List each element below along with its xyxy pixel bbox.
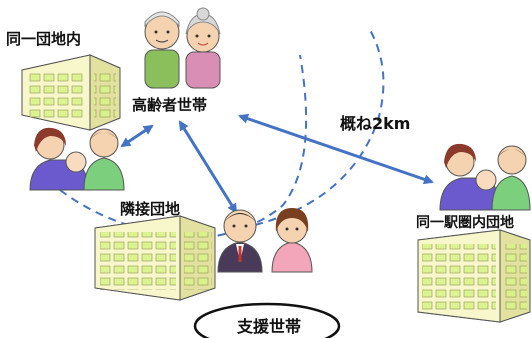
couple-icon bbox=[217, 208, 313, 273]
elderly-couple-icon bbox=[144, 7, 221, 89]
arrow-to-station bbox=[238, 113, 434, 185]
label-distance: 概ね2km bbox=[340, 114, 411, 133]
arrow-to-support bbox=[178, 120, 238, 214]
family-icon bbox=[29, 127, 125, 191]
apartment-building-icon bbox=[417, 229, 531, 323]
apartment-building-icon bbox=[21, 54, 121, 131]
support-household-oval bbox=[193, 302, 341, 338]
arrow-to-family bbox=[120, 124, 154, 148]
label-same-complex: 同一団地内 bbox=[6, 30, 82, 48]
label-same-station-area: 同一駅圏内団地 bbox=[416, 215, 514, 231]
label-support-household: 支援世帯 bbox=[237, 317, 302, 336]
apartment-building-icon bbox=[94, 215, 216, 301]
connection-arrows bbox=[120, 113, 434, 214]
label-adjacent-complex: 隣接団地 bbox=[120, 200, 181, 218]
family-icon bbox=[439, 143, 531, 211]
label-elderly-household: 高齢者世帯 bbox=[132, 96, 208, 114]
